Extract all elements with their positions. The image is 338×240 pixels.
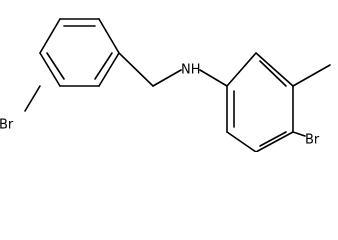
right-benzene-ring [226,52,294,152]
right-bromine-label: Br [305,133,320,148]
methylene-to-amine-bond [152,69,182,87]
amine-label: NH [181,63,201,78]
left-ring-double-bond [94,52,113,80]
left-ring-bond [39,18,61,54]
right-ring-bond [255,131,294,152]
benzyl-methylene-bond [118,52,154,87]
left-ring-bond [39,52,61,87]
right-ring-double-bond [259,131,287,147]
right-bromine-bond [292,131,306,137]
left-bromine-label: Br [0,118,14,133]
left-ring-bond [98,52,120,87]
right-ring-bond [226,52,257,87]
left-ring-bond [98,18,120,54]
methyl-bond [292,64,331,87]
amine-to-right-ring-bond [199,69,228,87]
chemical-structure-diagram: Br NH Br [0,18,331,152]
right-ring-double-bond [259,60,287,87]
left-bromine-bond [24,85,41,112]
right-ring-bond [255,52,294,87]
left-benzene-ring [39,18,120,87]
left-ring-double-bond [46,52,65,80]
right-ring-bond [226,131,257,152]
